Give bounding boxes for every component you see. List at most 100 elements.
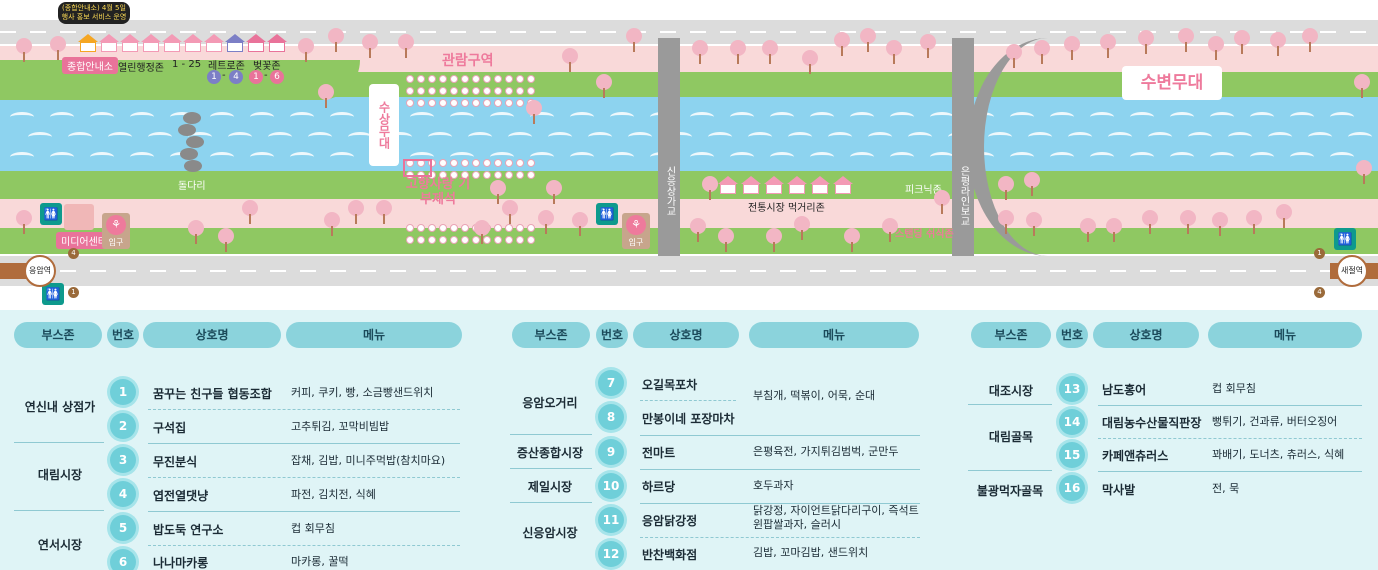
header-number: 번호 [596, 322, 628, 348]
food-tent-icon [787, 176, 807, 194]
wave-mark [10, 152, 34, 162]
wave-mark [508, 132, 532, 142]
menu-text: 컵 회무침 [1212, 382, 1256, 395]
shop-name: 막사발 [1102, 483, 1136, 497]
cherry-tree-icon [884, 40, 902, 66]
wave-mark [890, 152, 914, 162]
cherry-tree-icon [1136, 30, 1154, 56]
seat-icon [483, 99, 491, 107]
wave-mark [810, 152, 834, 162]
wave-mark [1068, 132, 1092, 142]
seat-icon [494, 171, 502, 179]
zone-divider [968, 404, 1052, 405]
seat-icon [461, 87, 469, 95]
wave-mark [1090, 152, 1114, 162]
booth-tent-icon [120, 34, 140, 52]
header-number: 번호 [1056, 322, 1088, 348]
shop-name: 카페앤츄러스 [1102, 449, 1169, 463]
seat-icon [516, 159, 524, 167]
zone-name: 불광먹자골목 [976, 484, 1044, 498]
seat-icon [505, 224, 513, 232]
menu-text: 부침개, 떡볶이, 어묵, 순대 [753, 389, 876, 402]
row-divider [640, 537, 920, 538]
seat-icon [516, 75, 524, 83]
restroom-icon[interactable]: 🚻 [40, 203, 62, 225]
wave-mark [410, 112, 434, 122]
seat-icon [439, 159, 447, 167]
seat-row [406, 75, 535, 84]
cherry-tree-icon [316, 84, 334, 110]
cherry-tree-icon [996, 210, 1014, 236]
menu-text: 커피, 쿠키, 빵, 소금빵샌드위치 [291, 386, 434, 399]
seat-icon [516, 236, 524, 244]
wave-mark [348, 132, 372, 142]
seat-icon [505, 159, 513, 167]
menu-text: 닭강정, 자이언트닭다리구이, 즉석트윈팝쌀과자, 슬러시 [753, 504, 919, 531]
zone-divider [14, 442, 104, 443]
cherry-tree-icon [1062, 36, 1080, 62]
cherry-tree-icon [800, 50, 818, 76]
cherry-tree-icon [1140, 210, 1158, 236]
booth-number-badge: 12 [598, 541, 624, 567]
wave-mark [250, 152, 274, 162]
seat-icon [483, 75, 491, 83]
zone-name: 신응암시장 [522, 526, 578, 540]
cherry-tree-icon [842, 228, 860, 254]
cherry-tree-icon [48, 36, 66, 62]
standing-rest-label: 스탠딩 쉬식존 [895, 229, 954, 240]
stepping-stone-icon [180, 148, 198, 160]
wave-mark [668, 132, 692, 142]
wave-mark [690, 152, 714, 162]
shop-name: 나나마카롱 [153, 556, 209, 570]
entrance-gate[interactable]: ⚘ 입구 [622, 213, 650, 249]
food-tent-icon [718, 176, 738, 194]
menu-text: 전, 묵 [1212, 482, 1240, 495]
seat-icon [461, 159, 469, 167]
wave-mark [1250, 112, 1274, 122]
restroom-icon[interactable]: 🚻 [596, 203, 618, 225]
water-stage: 수상무대 [369, 84, 399, 166]
seat-icon [505, 99, 513, 107]
shop-name: 오길목포차 [642, 378, 698, 392]
wave-mark [170, 112, 194, 122]
restroom-icon[interactable]: 🚻 [42, 283, 64, 305]
seat-icon [494, 236, 502, 244]
seat-icon [494, 224, 502, 232]
wave-mark [50, 152, 74, 162]
picnic-label: 피크닉존 [905, 185, 942, 196]
stepping-stone-icon [178, 124, 196, 136]
row-divider [148, 511, 460, 512]
wave-mark [1308, 132, 1332, 142]
cherry-tree-icon [700, 176, 718, 202]
wave-mark [130, 152, 154, 162]
cherry-tree-icon [1210, 212, 1228, 238]
seat-icon [439, 236, 447, 244]
wave-mark [908, 132, 932, 142]
cherry-tree-icon [1268, 32, 1286, 58]
zone-divider [510, 502, 592, 503]
seat-icon [505, 171, 513, 179]
cherry-tree-icon [1274, 204, 1292, 230]
header-shop: 상호명 [143, 322, 281, 348]
restroom-icon[interactable]: 🚻 [1334, 228, 1356, 250]
booth-tent-icon [267, 34, 287, 52]
zone-divider [510, 468, 592, 469]
wave-mark [1130, 152, 1154, 162]
seat-icon [406, 87, 414, 95]
seat-icon [516, 99, 524, 107]
road-bottom-line [0, 270, 1378, 272]
station-saejeol[interactable]: 새절역 [1336, 255, 1368, 287]
wave-mark [1188, 132, 1212, 142]
seat-icon [483, 171, 491, 179]
wave-mark [68, 132, 92, 142]
shop-name: 대림농수산물직판장 [1102, 416, 1202, 430]
entrance-gate[interactable]: ⚘ 입구 [102, 213, 130, 249]
seat-icon [516, 224, 524, 232]
booth-number-badge: 1 [110, 379, 136, 405]
zone-name: 연신내 상점가 [24, 400, 96, 414]
wave-mark [268, 132, 292, 142]
grass-mound [0, 60, 360, 100]
seat-icon [516, 171, 524, 179]
wave-mark [1290, 152, 1314, 162]
station-eungam[interactable]: 응암역 [24, 255, 56, 287]
